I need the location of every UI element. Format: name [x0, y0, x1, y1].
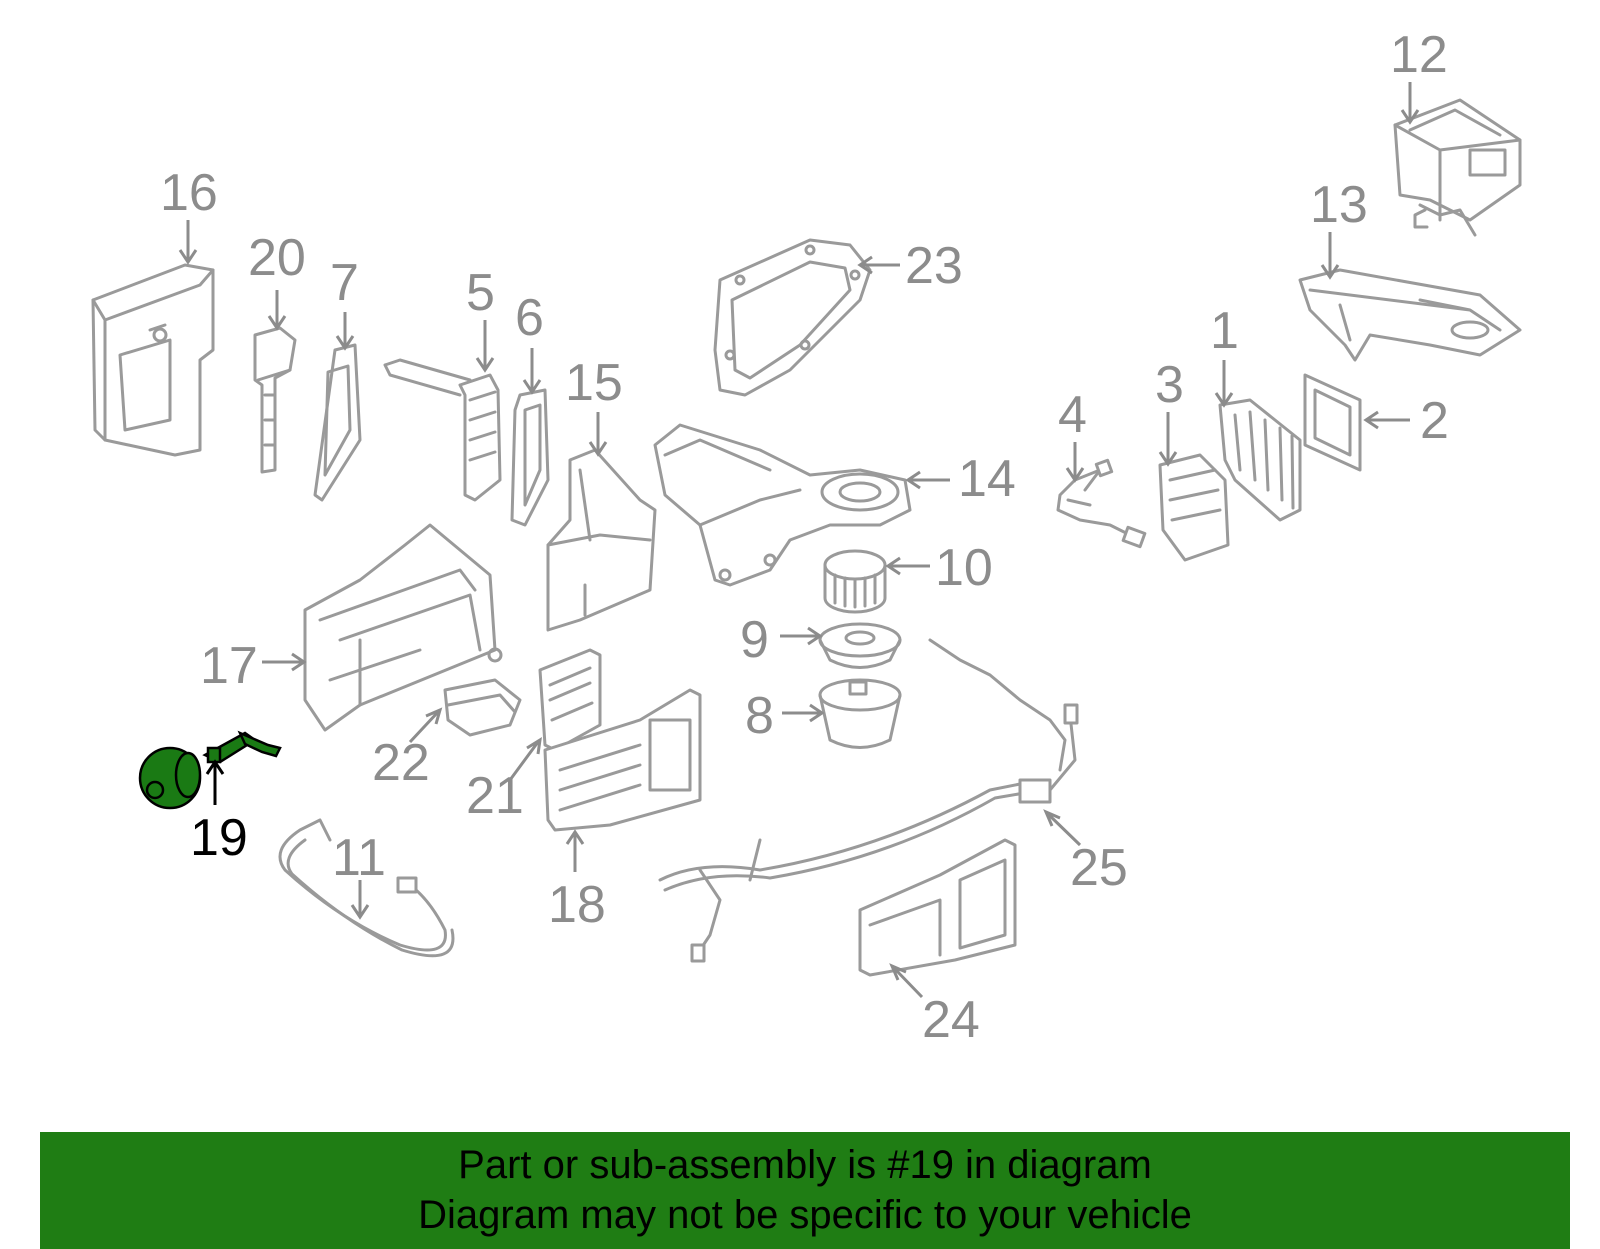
callout-arrow-22	[408, 707, 443, 744]
part-19-vacuum-actuator[interactable]	[138, 730, 282, 810]
callout-3: 3	[1155, 356, 1184, 414]
callout-4: 4	[1058, 386, 1087, 444]
callout-8: 8	[745, 687, 774, 745]
info-banner: Part or sub-assembly is #19 in diagram D…	[40, 1132, 1570, 1249]
callout-arrow-24	[889, 963, 924, 999]
callout-arrow-5	[475, 320, 495, 373]
callout-arrow-4	[1065, 442, 1085, 483]
callout-13: 13	[1310, 176, 1368, 234]
callout-arrow-3	[1158, 412, 1178, 467]
callout-arrow-20	[267, 290, 287, 331]
callout-18: 18	[548, 876, 606, 934]
part-12-housing[interactable]	[1393, 98, 1522, 237]
callout-arrow-13	[1320, 232, 1340, 280]
callout-arrow-23	[857, 255, 900, 275]
callout-arrow-19	[205, 759, 225, 805]
callout-5: 5	[466, 264, 495, 322]
part-18-door[interactable]	[543, 688, 702, 832]
parts-diagram: 12 13 16 20 7 5 6	[91, 26, 1522, 1049]
callout-24: 24	[922, 991, 980, 1049]
callout-arrow-2	[1363, 410, 1410, 430]
part-15-duct[interactable]	[546, 448, 657, 632]
callout-2: 2	[1420, 392, 1449, 450]
part-16-case[interactable]	[91, 263, 215, 457]
part-3-resistor[interactable]	[1158, 453, 1230, 562]
callout-arrow-6	[522, 348, 542, 395]
callout-21: 21	[466, 767, 524, 825]
callout-7: 7	[330, 254, 359, 312]
part-6-seal[interactable]	[510, 388, 550, 527]
callout-arrow-10	[885, 556, 930, 576]
part-20-actuator[interactable]	[253, 326, 297, 474]
part-7-filter[interactable]	[313, 343, 362, 502]
part-14-blower-housing[interactable]	[653, 423, 912, 587]
part-9-mount[interactable]	[818, 622, 902, 669]
callout-23: 23	[905, 237, 963, 295]
callout-19: 19	[190, 809, 248, 867]
callout-arrow-21	[508, 737, 542, 781]
callout-20: 20	[248, 229, 306, 287]
callout-arrow-25	[1043, 809, 1082, 847]
callout-12: 12	[1390, 26, 1448, 84]
callout-15: 15	[565, 354, 623, 412]
callout-arrow-14	[905, 470, 950, 490]
callout-arrow-12	[1400, 82, 1420, 125]
callout-22: 22	[372, 734, 430, 792]
part-24-panel[interactable]	[858, 838, 1017, 977]
callout-9: 9	[740, 611, 769, 669]
part-11-hose[interactable]	[278, 818, 455, 958]
part-21-control-unit[interactable]	[538, 648, 602, 752]
callout-1: 1	[1210, 302, 1239, 360]
callout-25: 25	[1070, 839, 1128, 897]
part-2-filter[interactable]	[1303, 373, 1362, 472]
callout-arrow-1	[1214, 360, 1234, 408]
part-17-housing[interactable]	[303, 523, 503, 732]
part-5-heater-core[interactable]	[383, 358, 502, 502]
callout-17: 17	[200, 637, 258, 695]
callout-arrow-8	[782, 703, 825, 723]
callout-14: 14	[958, 450, 1016, 508]
callout-arrow-16	[178, 220, 198, 265]
callout-arrow-15	[588, 412, 608, 457]
part-25-harness[interactable]	[658, 638, 1079, 963]
banner-line-part-number: Part or sub-assembly is #19 in diagram	[458, 1143, 1152, 1187]
callout-11: 11	[332, 829, 386, 887]
callout-arrow-11	[350, 880, 370, 920]
part-1-evaporator[interactable]	[1218, 398, 1302, 522]
part-22-module[interactable]	[443, 678, 522, 737]
part-10-blower-wheel[interactable]	[823, 549, 887, 614]
callout-arrow-7	[335, 312, 355, 351]
part-23-gasket[interactable]	[713, 238, 872, 397]
part-13-bracket[interactable]	[1298, 268, 1522, 362]
part-8-motor[interactable]	[818, 678, 902, 749]
callout-arrow-17	[262, 652, 307, 672]
callout-arrow-18	[565, 829, 585, 872]
callout-arrow-9	[780, 626, 823, 646]
callout-16: 16	[160, 164, 218, 222]
banner-line-disclaimer: Diagram may not be specific to your vehi…	[418, 1193, 1192, 1237]
callout-6: 6	[515, 289, 544, 347]
callout-10: 10	[935, 539, 993, 597]
